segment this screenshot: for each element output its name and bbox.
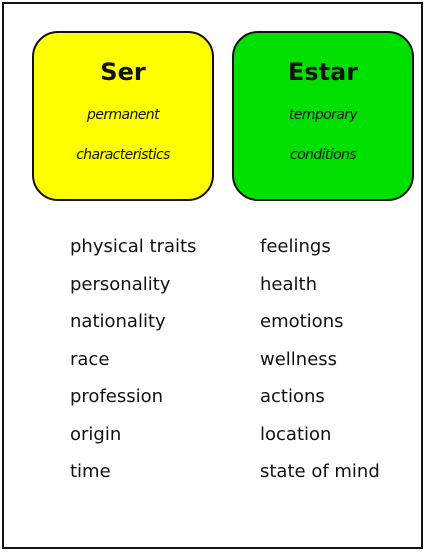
estar-list-item: state of mind [260, 461, 380, 482]
estar-list-item: location [260, 423, 332, 445]
estar-list-item: wellness [260, 348, 338, 370]
estar-card: Estar temporary conditions [232, 31, 414, 201]
estar-subtitle: temporary conditions [234, 95, 412, 175]
ser-list-item: time [70, 461, 111, 482]
estar-list-item: feelings [260, 236, 331, 257]
ser-list-item: profession [70, 386, 164, 407]
ser-list-item: nationality [70, 311, 166, 332]
ser-title: Ser [100, 58, 146, 86]
estar-list-item: actions [260, 386, 325, 407]
estar-list-item: health [260, 273, 317, 295]
chart-frame: Ser permanent characteristics Estar temp… [2, 2, 423, 549]
ser-subtitle-line2: characteristics [76, 147, 170, 163]
ser-subtitle-line1: permanent [87, 107, 160, 123]
ser-list-item: origin [70, 423, 122, 445]
estar-title: Estar [287, 58, 359, 86]
ser-list-item: personality [70, 273, 171, 295]
estar-list: feelings health emotions wellness action… [260, 232, 380, 495]
ser-subtitle: permanent characteristics [34, 95, 212, 175]
ser-list-item: race [70, 348, 110, 370]
ser-card: Ser permanent characteristics [32, 31, 214, 201]
estar-subtitle-line2: conditions [289, 147, 357, 163]
estar-subtitle-line1: temporary [288, 107, 358, 123]
ser-list-item: physical traits [70, 236, 197, 257]
estar-list-item: emotions [260, 311, 344, 332]
ser-list: physical traits personality nationality … [70, 232, 196, 495]
